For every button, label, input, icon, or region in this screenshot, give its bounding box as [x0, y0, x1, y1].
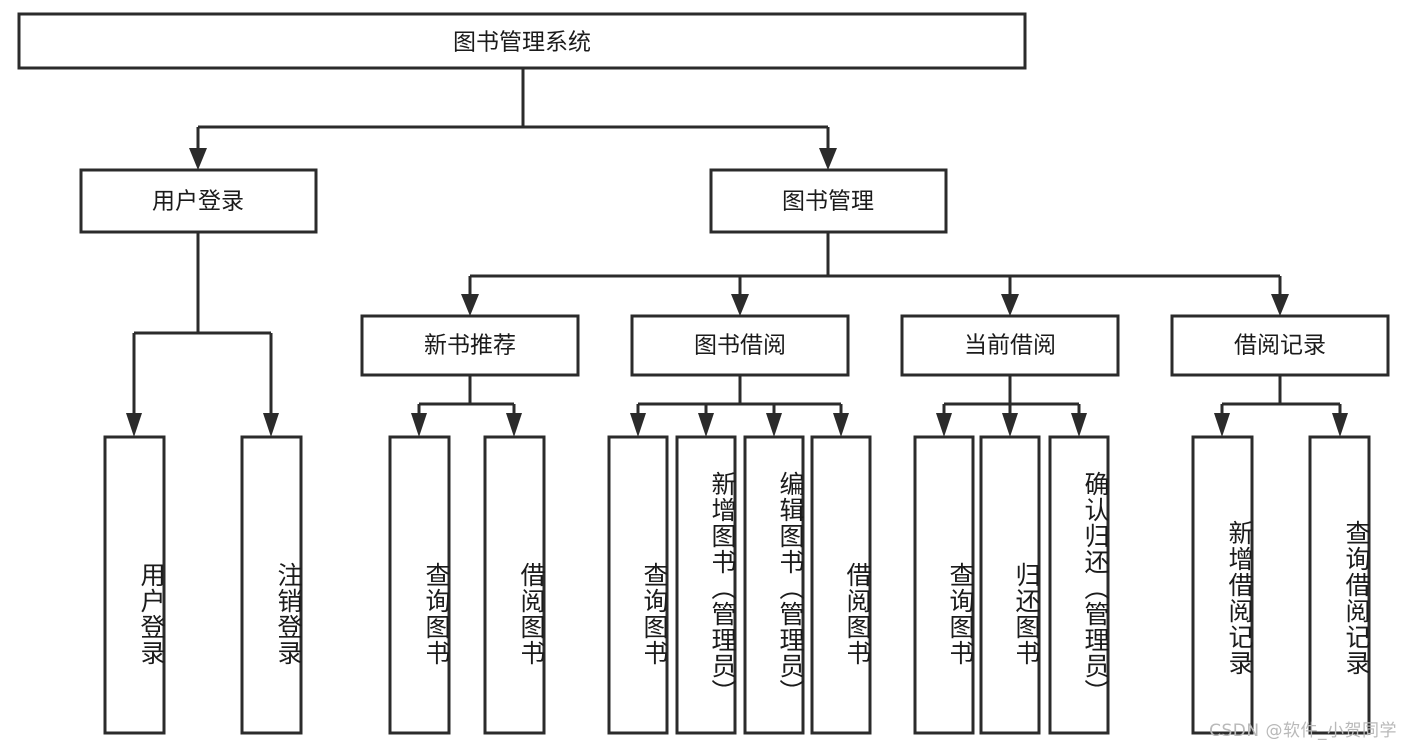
node-leaf-borrow-book-a[interactable]: [483, 435, 546, 735]
arrowhead-to-book-borrow: [731, 294, 749, 316]
arrowhead-leaf-logout: [263, 413, 279, 437]
node-leaf-add-book[interactable]: [675, 435, 737, 735]
node-new-book-recommend[interactable]: [360, 314, 580, 377]
arrowhead-leaf-query-book-b: [630, 413, 646, 437]
connectors-user-login: [126, 232, 279, 437]
arrowhead-leaf-confirm-return: [1071, 413, 1087, 437]
arrowhead-leaf-add-book: [698, 413, 714, 437]
node-leaf-logout[interactable]: [240, 435, 303, 735]
arrowhead-leaf-query-book-a: [411, 413, 427, 437]
connectors-root: [189, 68, 837, 170]
node-book-borrow-label: 图书借阅: [694, 333, 786, 359]
arrowhead-to-user-login: [189, 148, 207, 170]
node-book-manage[interactable]: [709, 168, 948, 234]
node-leaf-return-book[interactable]: [979, 435, 1041, 735]
arrowhead-leaf-return-book: [1002, 413, 1018, 437]
connectors-new-book-recommend: [411, 375, 522, 437]
arrowhead-leaf-query-record: [1332, 413, 1348, 437]
node-current-borrow[interactable]: [900, 314, 1120, 377]
connectors-book-borrow: [630, 375, 849, 437]
arrowhead-leaf-add-record: [1214, 413, 1230, 437]
arrowhead-leaf-user-login: [126, 413, 142, 437]
node-user-login-label: 用户登录: [152, 189, 244, 215]
node-leaf-query-record[interactable]: [1308, 435, 1371, 735]
node-leaf-confirm-return[interactable]: [1048, 435, 1110, 735]
node-user-login[interactable]: [79, 168, 318, 234]
node-current-borrow-label: 当前借阅: [964, 333, 1056, 359]
arrowhead-to-book-manage: [819, 148, 837, 170]
arrowhead-to-new-book: [461, 294, 479, 316]
node-borrow-record[interactable]: [1170, 314, 1390, 377]
node-book-borrow[interactable]: [630, 314, 850, 377]
arrowhead-leaf-borrow-book-a: [506, 413, 522, 437]
arrowhead-to-borrow-record: [1271, 294, 1289, 316]
watermark: CSDN @软件_小贺同学: [1209, 721, 1397, 741]
node-new-book-recommend-label: 新书推荐: [424, 333, 516, 359]
connectors-borrow-record: [1214, 375, 1348, 437]
connectors-current-borrow: [936, 375, 1087, 437]
node-leaf-query-book-b[interactable]: [607, 435, 669, 735]
arrowhead-leaf-borrow-book-b: [833, 413, 849, 437]
connectors-book-manage: [461, 232, 1289, 316]
arrowhead-to-current-borrow: [1001, 294, 1019, 316]
node-leaf-add-record[interactable]: [1191, 435, 1254, 735]
node-leaf-edit-book[interactable]: [743, 435, 805, 735]
node-leaf-user-login[interactable]: [103, 435, 166, 735]
arrowhead-leaf-edit-book: [766, 413, 782, 437]
node-borrow-record-label: 借阅记录: [1234, 333, 1326, 359]
node-root[interactable]: [17, 12, 1027, 70]
node-book-manage-label: 图书管理: [782, 189, 874, 215]
node-leaf-query-book-a[interactable]: [388, 435, 451, 735]
node-leaf-borrow-book-b[interactable]: [810, 435, 872, 735]
node-root-label: 图书管理系统: [453, 30, 591, 56]
arrowhead-leaf-query-book-c: [936, 413, 952, 437]
node-leaf-query-book-c[interactable]: [913, 435, 975, 735]
